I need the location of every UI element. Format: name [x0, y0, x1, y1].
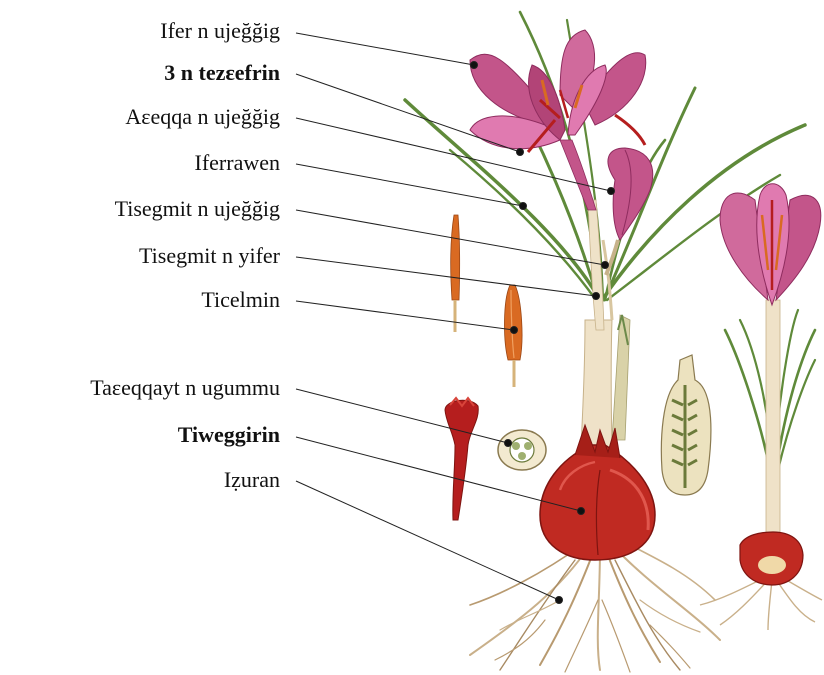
label-izuran: Iẓuran: [224, 467, 280, 493]
leader-line-ticelmin: [296, 301, 514, 330]
leader-line-izuran: [296, 481, 559, 600]
main-stem: [580, 200, 630, 470]
leader-dot-aeeqqa-n-ujeggig: [608, 188, 615, 195]
label-ticelmin: Ticelmin: [201, 287, 280, 313]
leader-dot-izuran: [556, 597, 563, 604]
detached-stigma: [445, 398, 478, 520]
label-tisegmit-n-yifer: Tisegmit n yifer: [139, 243, 280, 269]
leader-dot-3-n-tezeefrin: [517, 149, 524, 156]
label-tiweggirin: Tiweggirin: [178, 422, 280, 448]
label-ifer-n-ujeggig: Ifer n ujeğğig: [160, 18, 280, 44]
label-taeeqqayt-n-ugummu: Taɛeqqayt n ugummu: [90, 375, 280, 401]
detached-stamens: [451, 215, 522, 387]
leader-dot-tiweggirin: [578, 508, 585, 515]
label-aeeqqa-n-ujeggig: Aɛeqqa n ujeğğig: [125, 104, 280, 130]
leader-dot-ifer-n-ujeggig: [471, 62, 478, 69]
leader-dot-tisegmit-n-yifer: [593, 293, 600, 300]
leader-line-tisegmit-n-yifer: [296, 257, 596, 296]
leader-line-ifer-n-ujeggig: [296, 33, 474, 65]
ovary-cross-section: [498, 430, 546, 470]
main-corm: [540, 425, 655, 560]
leader-dot-taeeqqayt-n-ugummu: [505, 440, 512, 447]
label-3-n-tezeefrin: 3 n tezɛefrin: [164, 60, 280, 86]
secondary-plant: [700, 184, 822, 630]
corm-section: [661, 355, 711, 495]
leader-dot-iferrawen: [520, 203, 527, 210]
flower-bud: [606, 148, 653, 275]
leader-dot-tisegmit-n-ujeggig: [602, 262, 609, 269]
leader-dot-ticelmin: [511, 327, 518, 334]
label-iferrawen: Iferrawen: [195, 150, 281, 176]
label-tisegmit-n-ujeggig: Tisegmit n ujeğğig: [115, 196, 280, 222]
